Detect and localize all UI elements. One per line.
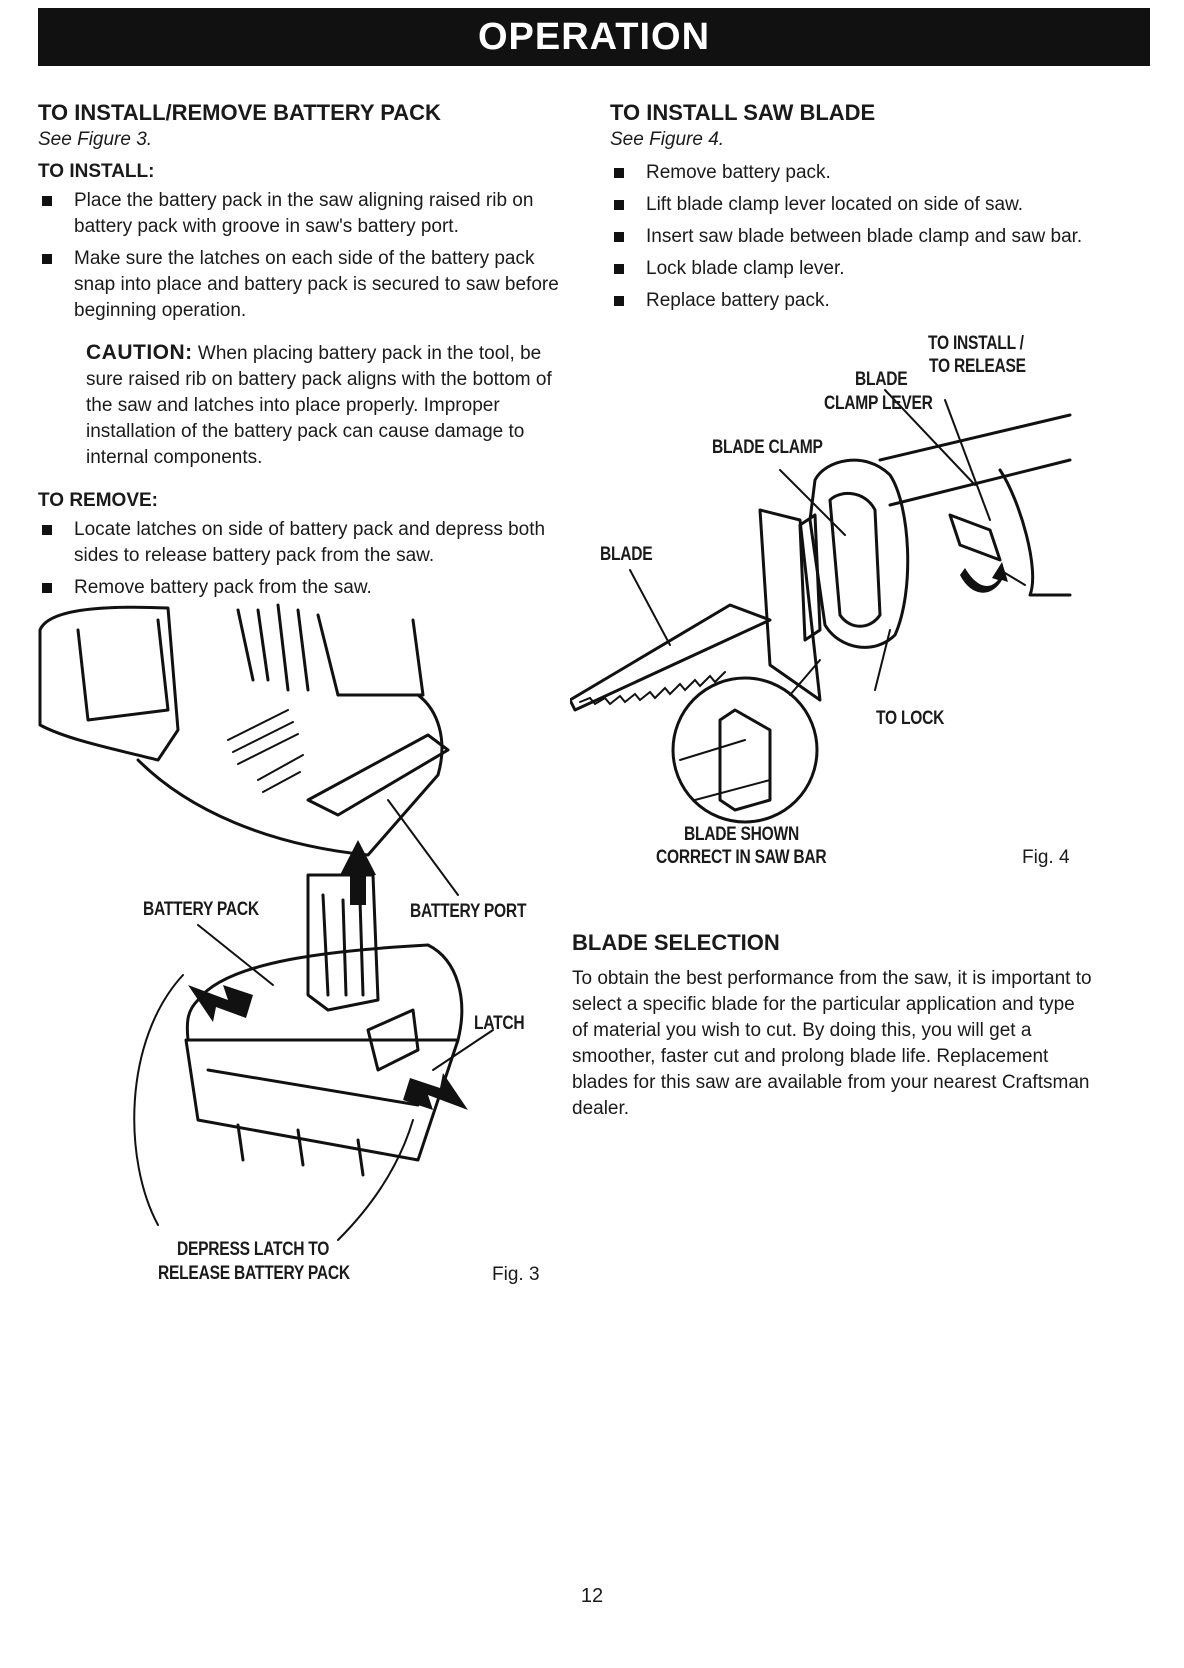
figure-3-number: Fig. 3	[492, 1264, 540, 1285]
saw-bar-outline	[878, 413, 1072, 597]
left-latch-arrow-icon	[188, 985, 253, 1022]
saw-blade-steps: Remove battery pack. Lift blade clamp le…	[610, 160, 1150, 314]
saw-blade-title: TO INSTALL SAW BLADE	[610, 100, 876, 125]
label-depress-latch: DEPRESS LATCH TO	[177, 1239, 330, 1260]
list-item: Lock blade clamp lever.	[610, 256, 1150, 282]
label-release-battery-pack: RELEASE BATTERY PACK	[158, 1263, 350, 1284]
caution-text: When placing battery pack in the tool, b…	[86, 343, 552, 468]
label-blade-clamp-lever-line2: CLAMP LEVER	[824, 393, 933, 414]
remove-list: Locate latches on side of battery pack a…	[38, 517, 578, 601]
list-item: Locate latches on side of battery pack a…	[38, 517, 578, 569]
saw-blade-section: TO INSTALL SAW BLADE See Figure 4. Remov…	[610, 100, 1150, 320]
label-to-release: TO RELEASE	[929, 356, 1026, 377]
list-item: Remove battery pack.	[610, 160, 1150, 186]
label-correct-in-saw-bar: CORRECT IN SAW BAR	[656, 847, 827, 868]
list-item: Place the battery pack in the saw aligni…	[38, 188, 578, 240]
page-title: OPERATION	[477, 15, 711, 58]
list-item: Lift blade clamp lever located on side o…	[610, 192, 1150, 218]
header-bar: OPERATION	[38, 8, 1150, 66]
saw-blade-outline	[570, 603, 772, 712]
up-arrow-icon	[340, 840, 376, 905]
list-item: Replace battery pack.	[610, 288, 1150, 314]
label-latch: LATCH	[474, 1013, 525, 1034]
detail-circle	[671, 676, 819, 824]
label-blade-shown: BLADE SHOWN	[684, 824, 800, 845]
figure-4-illustration	[570, 389, 1072, 824]
blade-clamp-outline	[808, 458, 910, 649]
battery-pack-outline	[306, 873, 380, 1012]
saw-blade-see-figure: See Figure 4.	[610, 129, 725, 150]
list-item: Remove battery pack from the saw.	[38, 575, 578, 601]
remove-heading: TO REMOVE:	[38, 490, 158, 511]
label-battery-port: BATTERY PORT	[410, 901, 527, 922]
lever-rotate-arrow-icon	[960, 562, 1008, 593]
install-list: Place the battery pack in the saw aligni…	[38, 188, 578, 324]
blade-selection-title: BLADE SELECTION	[572, 930, 780, 955]
right-latch-arrow-icon	[403, 1073, 468, 1110]
battery-title: TO INSTALL/REMOVE BATTERY PACK	[38, 100, 441, 125]
figure-4-number: Fig. 4	[1022, 847, 1070, 868]
label-blade-clamp: BLADE CLAMP	[712, 437, 823, 458]
battery-section: TO INSTALL/REMOVE BATTERY PACK See Figur…	[38, 100, 578, 607]
caution-note: CAUTION: When placing battery pack in th…	[86, 340, 566, 471]
install-heading: TO INSTALL:	[38, 161, 155, 182]
figure-3-illustration	[38, 603, 494, 1241]
page-number: 12	[580, 1585, 604, 1607]
battery-see-figure: See Figure 3.	[38, 129, 153, 150]
saw-body-outline	[38, 605, 180, 762]
blade-selection-text: To obtain the best performance from the …	[572, 968, 1092, 1119]
battery-port-outline	[306, 733, 450, 817]
label-to-lock: TO LOCK	[876, 708, 945, 729]
blade-selection-section: BLADE SELECTION To obtain the best perfo…	[572, 930, 1112, 1122]
label-to-install: TO INSTALL /	[928, 333, 1024, 354]
label-battery-pack: BATTERY PACK	[143, 899, 259, 920]
list-item: Make sure the latches on each side of th…	[38, 246, 578, 324]
list-item: Insert saw blade between blade clamp and…	[610, 224, 1150, 250]
caution-lead: CAUTION:	[86, 341, 193, 364]
label-blade: BLADE	[600, 544, 653, 565]
label-blade-clamp-lever-line1: BLADE	[855, 369, 908, 390]
